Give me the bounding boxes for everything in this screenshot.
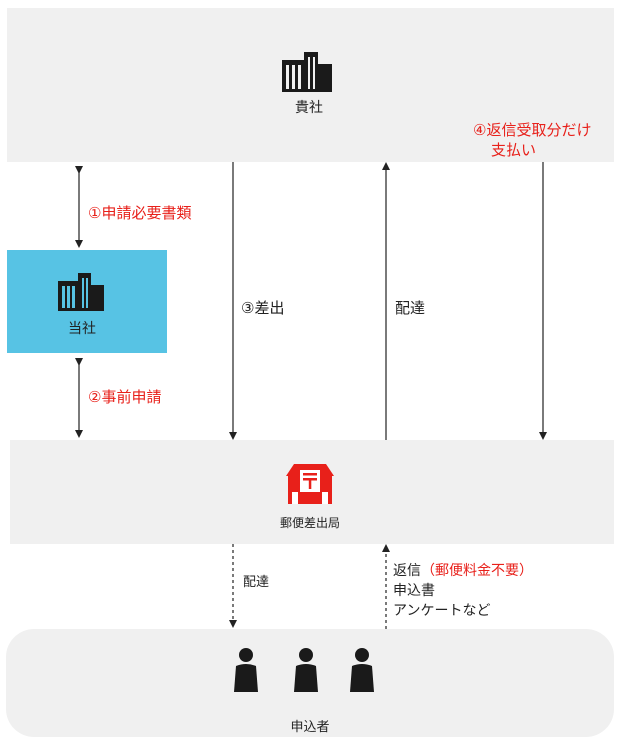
post-office-icon (286, 464, 334, 504)
our-company-label: 当社 (68, 321, 96, 337)
client-label: 貴社 (295, 100, 323, 116)
payment-label-line2: 支払い (491, 141, 537, 159)
reply-label-main: 返信 (393, 563, 421, 579)
post-office-label: 郵便差出局 (279, 516, 341, 530)
delivery-down-label: 配達 (243, 575, 270, 590)
reply-item-application: 申込書 (393, 583, 435, 599)
pre-application-label: ②事前申請 (88, 388, 162, 406)
delivery-up-label: 配達 (395, 299, 426, 317)
reply-label: 返信（郵便料金不要） (393, 560, 533, 580)
dispatch-label: ③差出 (241, 299, 285, 317)
application-docs-label: ①申請必要書類 (88, 204, 192, 222)
reply-item-survey: アンケートなど (393, 603, 491, 619)
building-icon (58, 273, 104, 311)
reply-note: （郵便料金不要） (421, 563, 533, 579)
person-icon (350, 648, 374, 692)
payment-label-line1: ④返信受取分だけ (473, 121, 592, 139)
building-icon (282, 52, 332, 92)
person-icon (234, 648, 258, 692)
applicant-label: 申込者 (290, 720, 330, 735)
person-icon (294, 648, 318, 692)
